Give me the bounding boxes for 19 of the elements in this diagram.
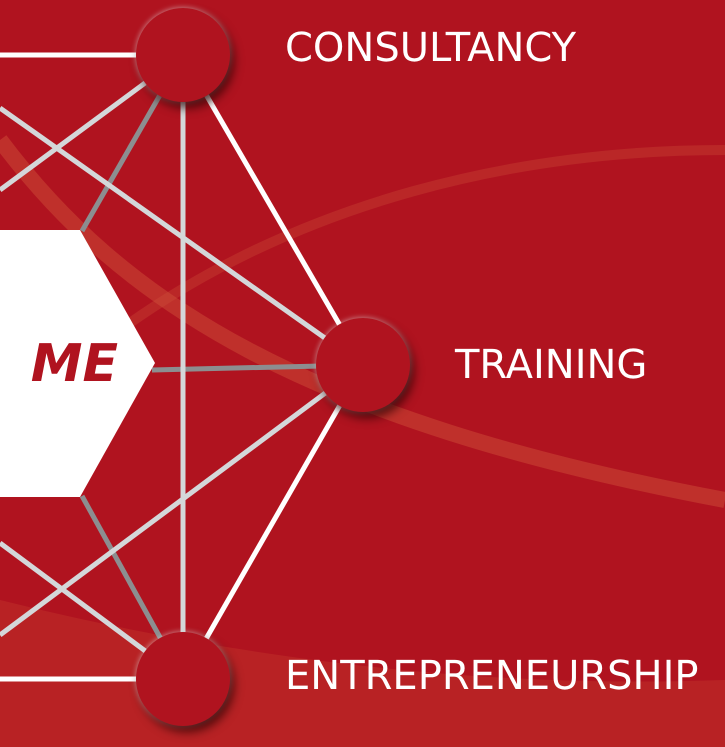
connector-line (80, 94, 162, 232)
node-label: CONSULTANCY (285, 28, 576, 68)
connector-line (0, 541, 147, 653)
connector-line (180, 102, 186, 632)
node-label: ENTREPRENEURSHIP (285, 656, 699, 696)
connector-line (0, 106, 326, 340)
node-text: ME (30, 338, 118, 390)
connector-line (0, 80, 147, 192)
connector-line (80, 494, 162, 640)
node-label: TRAINING (455, 345, 648, 385)
connector-line (204, 404, 342, 640)
connector-line (204, 94, 342, 326)
circle-node (316, 318, 410, 412)
circle-node (136, 632, 230, 726)
connector-line (0, 52, 136, 58)
connector-line (152, 364, 316, 372)
circle-node (136, 8, 230, 102)
connector-line (0, 391, 327, 637)
connector-line (0, 676, 136, 682)
